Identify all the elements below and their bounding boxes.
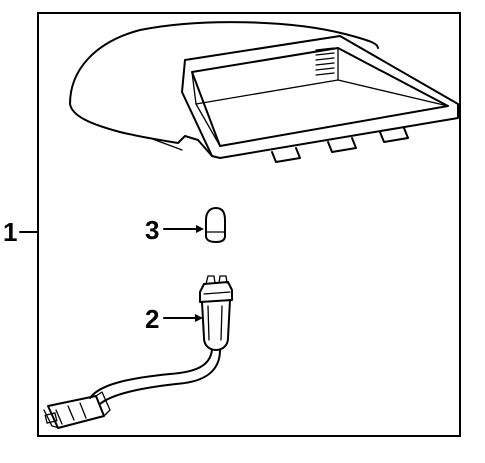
callout-3-arrow — [196, 225, 204, 233]
lens-marking — [315, 47, 335, 76]
lens-frame-outer — [181, 35, 459, 159]
harness-wire-a — [89, 349, 213, 399]
bulb-outline — [205, 207, 226, 243]
mounting-tab-1 — [271, 147, 301, 163]
mounting-tab-2 — [327, 137, 357, 153]
harness-connector-detail — [43, 391, 111, 429]
callout-1: 1 — [3, 217, 39, 247]
callout-2-arrow — [195, 314, 203, 322]
diagram-frame — [37, 12, 461, 437]
mounting-tab-3 — [379, 127, 409, 143]
lamp-housing — [69, 21, 459, 163]
connector-latch — [44, 412, 58, 424]
callout-3: 3 — [145, 215, 204, 245]
housing-shell — [69, 21, 379, 157]
callout-3-label: 3 — [145, 215, 159, 245]
housing-ledge — [149, 137, 183, 151]
callout-2-label: 2 — [145, 304, 159, 334]
socket — [43, 275, 233, 429]
socket-body — [201, 299, 231, 351]
callout-2: 2 — [145, 304, 203, 334]
socket-body-detail — [207, 305, 223, 341]
socket-head — [199, 281, 233, 303]
harness-wire-b — [99, 349, 221, 405]
callout-1-label: 1 — [3, 217, 17, 247]
socket-lugs — [203, 275, 231, 295]
lens-depth-lines — [191, 47, 449, 147]
bulb — [205, 207, 226, 243]
